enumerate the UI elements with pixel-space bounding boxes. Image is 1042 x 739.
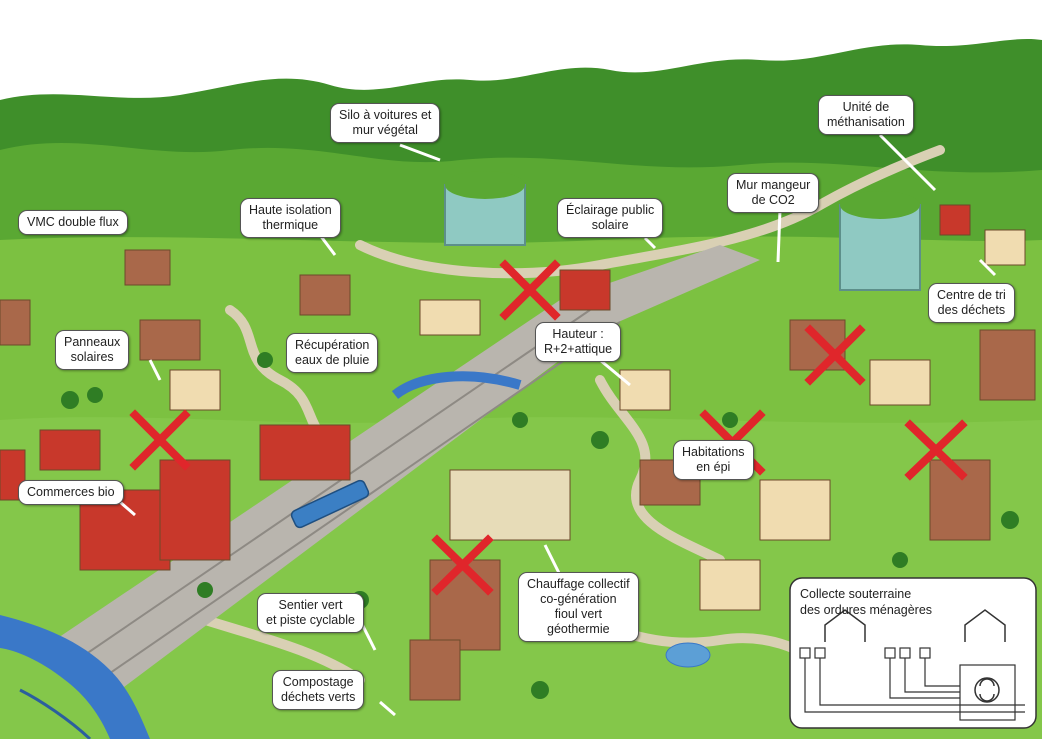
callout-centre-tri: Centre de tri des déchets	[928, 283, 1015, 323]
red-x-mark	[804, 324, 866, 386]
red-x-mark	[904, 419, 968, 481]
trees	[61, 352, 1019, 699]
callout-recuperation: Récupération eaux de pluie	[286, 333, 379, 373]
callout-habitations: Habitations en épi	[673, 440, 754, 480]
red-x-mark	[499, 259, 561, 321]
red-x-mark	[431, 534, 494, 596]
callout-panneaux: Panneaux solaires	[55, 330, 130, 370]
stream	[391, 371, 522, 400]
recycle-icon	[974, 677, 1000, 703]
inset-title: Collecte souterraine des ordures ménagèr…	[800, 587, 933, 617]
silo-building	[444, 171, 526, 246]
callout-compostage: Compostage déchets verts	[272, 670, 365, 710]
callout-silo: Silo à voitures et mur végétal	[330, 103, 441, 143]
callout-chauffage: Chauffage collectif co-génération fioul …	[518, 572, 639, 642]
callout-vmc: VMC double flux	[18, 210, 128, 235]
tram	[290, 479, 370, 529]
callout-sentier: Sentier vert et piste cyclable	[257, 593, 364, 633]
callout-commerces: Commerces bio	[18, 480, 124, 505]
callout-eclairage: Éclairage public solaire	[557, 198, 664, 238]
callout-unite-methanisation: Unité de méthanisation	[818, 95, 914, 135]
house-outline-icon	[824, 609, 1006, 642]
bridge	[19, 688, 92, 739]
red-x-mark	[129, 409, 191, 471]
fountain	[665, 642, 711, 668]
callout-isolation: Haute isolation thermique	[240, 198, 341, 238]
houses	[0, 204, 1036, 701]
waste-pipes	[799, 647, 1025, 721]
callout-hauteur: Hauteur : R+2+attique	[535, 322, 622, 362]
river	[0, 615, 150, 739]
callout-mur-co2: Mur mangeur de CO2	[727, 173, 820, 213]
methanisation-building	[839, 191, 921, 291]
waste-collection-inset	[789, 577, 1037, 729]
